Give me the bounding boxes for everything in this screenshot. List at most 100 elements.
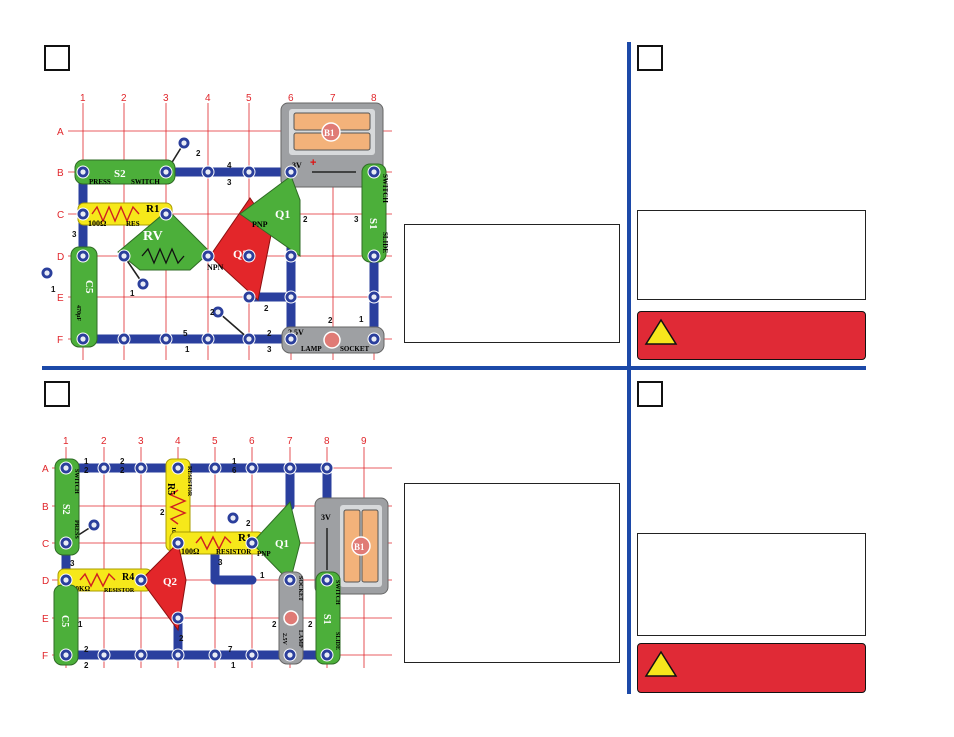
step-box-top-left bbox=[44, 45, 70, 71]
s2-label: S2 bbox=[114, 168, 126, 180]
s1-slide: SLIDE bbox=[381, 232, 389, 253]
svg-text:1: 1 bbox=[232, 457, 237, 466]
transistor-q1: Q1 PNP bbox=[239, 175, 301, 257]
svg-text:1: 1 bbox=[130, 289, 135, 298]
r4-value: 10KΩ bbox=[72, 585, 90, 593]
row-label: E bbox=[42, 614, 49, 625]
svg-text:6: 6 bbox=[232, 466, 237, 475]
r1-value: 100Ω bbox=[88, 219, 107, 228]
q1-label: Q1 bbox=[275, 538, 289, 550]
s1-slide: SLIDE bbox=[334, 632, 340, 650]
r5-res: RESISTOR bbox=[186, 466, 192, 497]
l1-voltage: 2.5V bbox=[288, 328, 304, 337]
b1-voltage: 3V bbox=[292, 161, 302, 170]
battery-holder-b1: B1 3V bbox=[314, 497, 389, 595]
svg-text:4: 4 bbox=[227, 161, 232, 170]
horizontal-divider bbox=[42, 366, 866, 370]
svg-text:1: 1 bbox=[78, 620, 83, 629]
transistor-q1: Q1 PNP bbox=[251, 500, 301, 583]
svg-text:3: 3 bbox=[354, 215, 359, 224]
col-label: 1 bbox=[63, 436, 69, 447]
col-label: 8 bbox=[324, 436, 330, 447]
row-label: B bbox=[57, 168, 64, 179]
col-label: 4 bbox=[205, 93, 211, 104]
col-label: 7 bbox=[330, 93, 336, 104]
col-label: 2 bbox=[121, 93, 127, 104]
s1-label: S1 bbox=[367, 218, 379, 230]
svg-text:3: 3 bbox=[218, 558, 223, 567]
s2-label: S2 bbox=[60, 504, 71, 515]
s1-switch: SWITCH bbox=[381, 174, 389, 203]
q1-type: PNP bbox=[252, 220, 268, 229]
s1-switch: SWITCH bbox=[334, 580, 340, 605]
capacitor-c5: C5 470μF bbox=[70, 246, 98, 348]
step-box-bottom-right bbox=[637, 381, 663, 407]
warning-box-top bbox=[637, 311, 866, 360]
svg-text:2: 2 bbox=[160, 508, 165, 517]
svg-text:1: 1 bbox=[51, 285, 56, 294]
col-label: 3 bbox=[138, 436, 144, 447]
l1-lamp: LAMP bbox=[297, 630, 303, 648]
col-label: 6 bbox=[288, 93, 294, 104]
q1-type: PNP bbox=[257, 550, 271, 558]
step-box-top-right bbox=[637, 45, 663, 71]
col-label: 9 bbox=[361, 436, 367, 447]
svg-text:2: 2 bbox=[267, 329, 272, 338]
svg-text:1: 1 bbox=[359, 315, 364, 324]
row-label: B bbox=[42, 502, 49, 513]
b1-voltage: 3V bbox=[321, 513, 331, 522]
col-label: 2 bbox=[101, 436, 107, 447]
row-label: D bbox=[42, 576, 49, 587]
col-label: 5 bbox=[246, 93, 252, 104]
col-label: 4 bbox=[175, 436, 181, 447]
col-label: 8 bbox=[371, 93, 377, 104]
r1-label: R1 bbox=[146, 203, 159, 215]
svg-text:2: 2 bbox=[120, 466, 125, 475]
row-label: C bbox=[57, 210, 64, 221]
svg-text:2: 2 bbox=[179, 634, 184, 643]
col-label: 3 bbox=[163, 93, 169, 104]
note-box-bottom-right bbox=[637, 533, 866, 636]
s2-press: PRESS bbox=[73, 520, 79, 539]
svg-text:2: 2 bbox=[264, 304, 269, 313]
svg-text:2: 2 bbox=[84, 645, 89, 654]
transistor-q2: Q2 bbox=[140, 541, 187, 632]
slide-switch-s1: S1 SWITCH SLIDE bbox=[315, 571, 341, 665]
rv-label: RV bbox=[143, 229, 163, 244]
l1-lamp: LAMP bbox=[301, 345, 322, 353]
b1-label: B1 bbox=[354, 542, 365, 552]
svg-text:3: 3 bbox=[72, 230, 77, 239]
svg-text:2: 2 bbox=[303, 215, 308, 224]
svg-text:2: 2 bbox=[210, 308, 215, 317]
row-label: E bbox=[57, 293, 64, 304]
lamp-socket-l1: SOCKET 2.5V LAMP bbox=[278, 571, 304, 665]
row-label: A bbox=[57, 127, 64, 138]
note-box-top-left bbox=[404, 224, 620, 343]
q2-type: NPN bbox=[207, 263, 224, 272]
svg-text:1: 1 bbox=[84, 457, 89, 466]
s2-switch: SWITCH bbox=[73, 469, 79, 494]
row-label: D bbox=[57, 252, 64, 263]
note-box-bottom-left bbox=[404, 483, 620, 663]
r4-label: R4 bbox=[122, 572, 134, 583]
warning-box-bottom bbox=[637, 643, 866, 693]
row-label: A bbox=[42, 464, 49, 475]
l1-voltage: 2.5V bbox=[281, 633, 287, 646]
c5-label: C5 bbox=[83, 280, 95, 294]
c5-value: 470μF bbox=[75, 305, 81, 321]
svg-text:3: 3 bbox=[70, 559, 75, 568]
wire-numbers-top: 4 3 5 1 2 3 2 1 2 3 2 3 2 1 2 1 bbox=[51, 149, 364, 354]
b1-label: B1 bbox=[324, 128, 335, 138]
svg-text:1: 1 bbox=[185, 345, 190, 354]
wire-numbers-bottom: 1 6 7 1 1 2 2 2 2 2 3 1 2 3 1 2 2 2 2 bbox=[70, 457, 313, 670]
press-switch-s2: S2 SWITCH PRESS bbox=[54, 458, 80, 556]
r1-res: RESISTOR bbox=[216, 548, 252, 556]
svg-text:+: + bbox=[310, 157, 316, 169]
warning-triangle-icon bbox=[644, 650, 678, 677]
svg-text:2: 2 bbox=[196, 149, 201, 158]
s2-switch: SWITCH bbox=[131, 178, 160, 186]
svg-text:5: 5 bbox=[183, 329, 188, 338]
svg-text:2: 2 bbox=[246, 519, 251, 528]
